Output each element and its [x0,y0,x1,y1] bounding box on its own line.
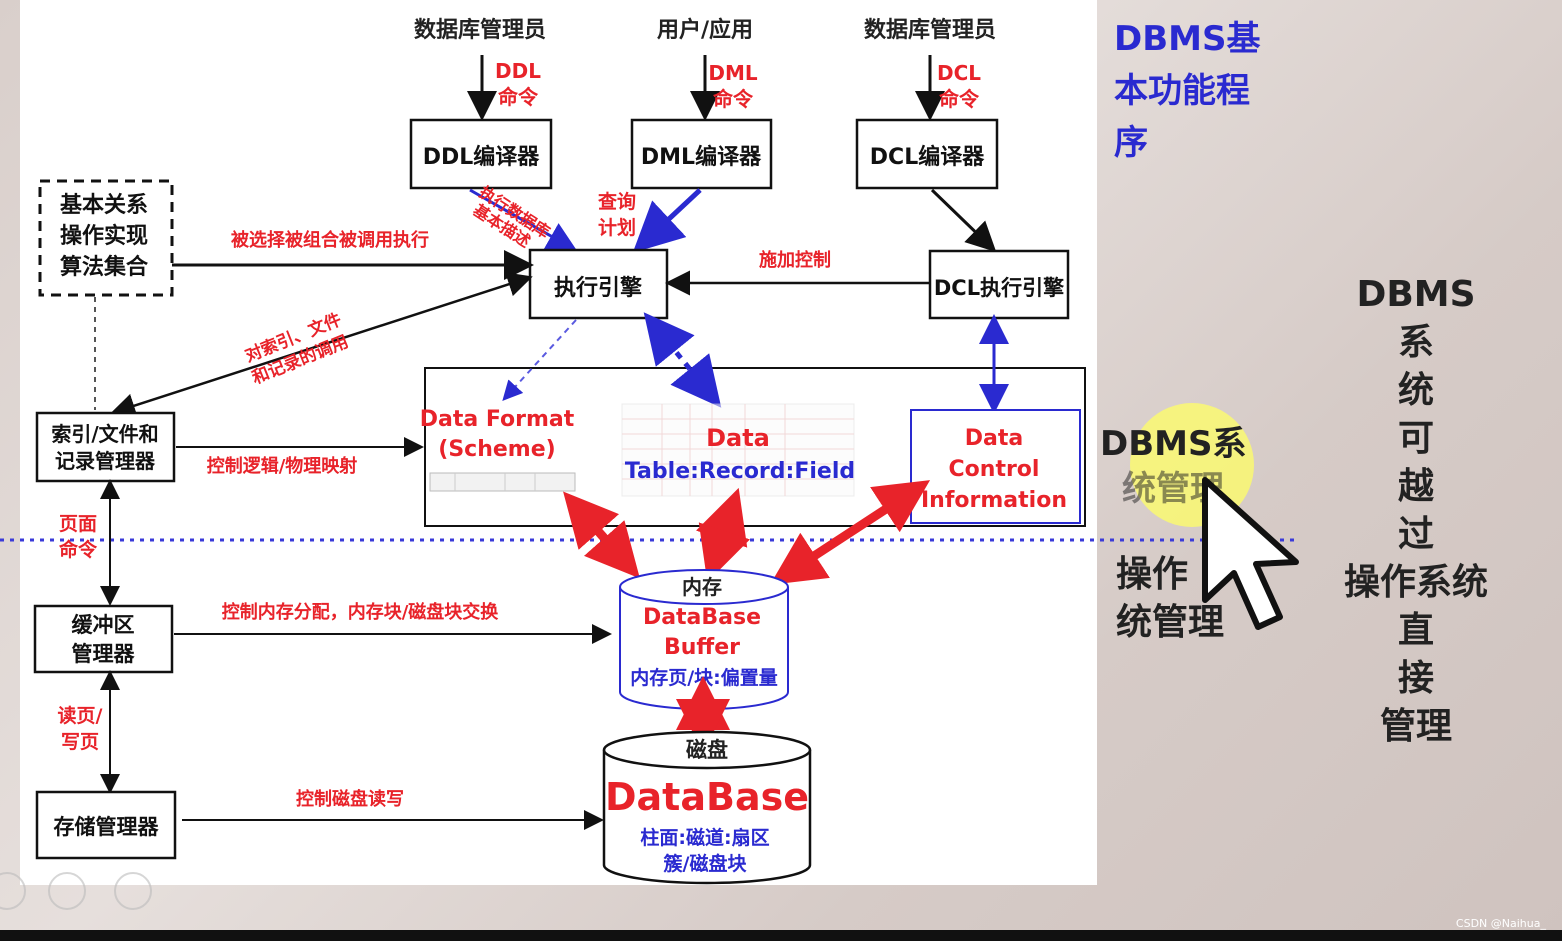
bottom-bar [0,930,1562,941]
index-manager-line-1: 索引/文件和 [51,422,158,446]
right-col-0: DBMS [1356,274,1475,315]
data-title: Data [706,424,770,452]
data-control-line-1: Data [965,426,1023,451]
watermark: CSDN @Naihua_ [1455,917,1546,930]
os-line-1: 操作 [1116,554,1188,595]
more-tool-icon[interactable] [114,872,152,910]
dcl-cmd-label-2: 命令 [939,87,980,111]
dcl-engine-box: DCL执行引擎 [928,249,1070,320]
data-control-line-2: Control [949,457,1040,482]
data-subtitle: Table:Record:Field [625,459,855,484]
database-title: DataBase [605,775,809,819]
right-column-text: DBMS 系 统 可 越 过 操作系统 直 接 管理 [1344,274,1488,747]
side-title-line-3: 序 [1114,123,1148,163]
database-top-label: 磁盘 [686,738,728,762]
buffer-manager-line-1: 缓冲区 [72,613,135,637]
right-col-9: 管理 [1380,706,1452,747]
algorithms-box: 基本关系 操作实现 算法集合 [38,179,174,297]
buffer-manager-line-2: 管理器 [72,642,136,666]
data-format-line-1: Data Format [420,407,575,432]
disk-rw-label: 控制磁盘读写 [296,788,404,810]
right-col-1: 系 [1398,322,1434,363]
buffer-manager-box: 缓冲区 管理器 [33,604,174,674]
database-cylinder: 磁盘 DataBase 柱面:磁道:扇区 簇/磁盘块 [602,730,812,885]
dml-to-engine-arrow [632,188,702,253]
buffer-sub: 内存页/块:偏置量 [630,666,778,689]
query-plan-label-1: 查询 [597,190,636,213]
engine-to-data-arrow [643,312,722,408]
data-buffer-arrow [696,487,750,583]
page-cmd-label-1: 页面 [59,513,97,535]
dcl-compiler-box: DCL编译器 [855,118,999,190]
algorithms-line-2: 操作实现 [60,223,148,249]
right-col-3: 可 [1398,418,1434,459]
right-col-5: 过 [1398,514,1434,555]
os-line-2: 统管理 [1116,602,1224,643]
index-manager-box: 索引/文件和 记录管理器 [35,411,176,483]
ddl-to-engine-arrow [469,188,578,251]
ddl-compiler-box: DDL编译器 [409,118,553,190]
buffer-top-label: 内存 [682,575,722,599]
selected-exec-label: 被选择被组合被调用执行 [231,229,429,251]
ddl-cmd-label-2: 命令 [498,85,539,109]
dml-cmd-label-2: 命令 [713,87,754,111]
index-manager-line-2: 记录管理器 [55,449,156,473]
exec-engine-box: 执行引擎 [528,248,669,320]
format-buffer-arrow [563,491,640,579]
right-col-2: 统 [1398,370,1434,411]
data-control-line-3: Information [921,488,1067,513]
dcl-engine-label: DCL执行引擎 [934,276,1064,300]
engine-index-arrow [110,272,533,418]
buffer-cylinder: 内存 DataBase Buffer 内存页/块:偏置量 [619,569,789,710]
query-plan-label-2: 计划 [598,216,636,239]
actor-user-app: 用户/应用 [657,17,753,43]
data-format-line-2: (Scheme) [438,437,555,462]
storage-manager-box: 存储管理器 [35,790,177,860]
right-col-6: 操作系统 [1344,562,1488,603]
dcl-cmd-label-1: DCL [937,61,981,85]
dml-compiler-label: DML编译器 [641,144,762,170]
side-title-line-2: 本功能程 [1114,71,1250,111]
slideshow-tool-icon[interactable] [0,872,26,910]
dcl-compiler-label: DCL编译器 [870,144,985,170]
exec-engine-label: 执行引擎 [554,275,642,301]
algorithms-line-3: 算法集合 [60,254,149,280]
storage-manager-label: 存储管理器 [54,815,160,839]
apply-control-label: 施加控制 [759,249,831,271]
dcl-to-engine-arrow [930,188,997,253]
database-sub-2: 簇/磁盘块 [663,852,748,875]
mouse-cursor-icon [1202,477,1299,630]
highlight-line-1: DBMS系 [1100,424,1246,464]
dml-cmd-label-1: DML [708,61,758,85]
dml-compiler-box: DML编译器 [630,118,773,190]
data-control-box [910,409,1081,524]
buffer-title-1: DataBase [643,605,761,630]
buffer-title-2: Buffer [664,635,740,660]
right-col-4: 越 [1398,466,1435,507]
right-col-7: 直 [1398,610,1434,651]
zoom-tool-icon[interactable] [48,872,86,910]
ddl-cmd-label-1: DDL [495,59,541,83]
side-title-line-1: DBMS基 [1114,19,1260,59]
rw-page-label-2: 写页 [61,731,99,753]
right-col-8: 接 [1398,658,1434,699]
schema-mini-table [429,472,576,492]
control-buffer-arrow [769,480,931,585]
logic-physical-label: 控制逻辑/物理映射 [207,455,358,477]
actor-dba-left: 数据库管理员 [414,17,546,43]
mem-alloc-label: 控制内存分配，内存块/磁盘块交换 [222,601,500,623]
algorithms-line-1: 基本关系 [60,193,148,218]
rw-page-label-1: 读页/ [58,704,103,727]
page-cmd-label-2: 命令 [59,538,98,561]
actor-dba-right: 数据库管理员 [864,17,996,43]
database-sub-1: 柱面:磁道:扇区 [640,826,769,849]
ddl-compiler-label: DDL编译器 [423,144,541,170]
